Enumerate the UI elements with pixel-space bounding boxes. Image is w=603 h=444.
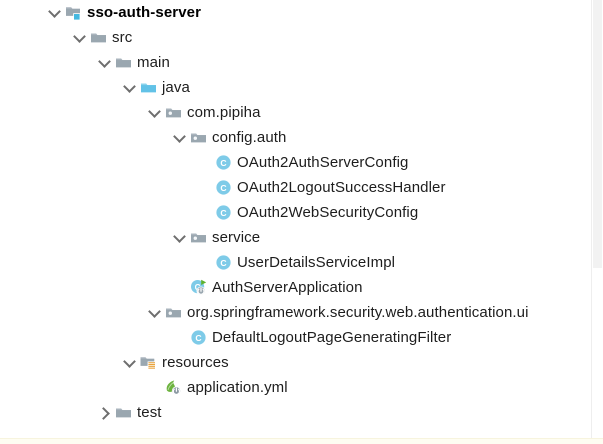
tree-row-label: UserDetailsServiceImpl [237, 254, 396, 271]
tree-row[interactable]: com.pipiha [0, 100, 603, 125]
tree-row[interactable]: C OAuth2AuthServerConfig [0, 150, 603, 175]
vertical-scrollbar[interactable] [591, 0, 603, 444]
vertical-scrollbar-thumb[interactable] [593, 0, 602, 268]
chevron-right-icon[interactable] [97, 405, 113, 421]
twisty-spacer [197, 205, 213, 221]
tree-row-label: OAuth2WebSecurityConfig [237, 204, 419, 221]
tree-row[interactable]: C DefaultLogoutPageGeneratingFilter [0, 325, 603, 350]
twisty-spacer [147, 380, 163, 396]
java-class-icon: C [215, 204, 232, 221]
twisty-spacer [197, 155, 213, 171]
tree-row[interactable]: org.springframework.security.web.authent… [0, 300, 603, 325]
tree-row[interactable]: test [0, 400, 603, 425]
tree-row[interactable]: application.yml [0, 375, 603, 400]
folder-icon [115, 404, 132, 421]
tree-row-label: main [137, 54, 170, 71]
spring-boot-runnable-class-icon: C [190, 279, 207, 296]
twisty-spacer [172, 330, 188, 346]
tree-row[interactable]: src [0, 25, 603, 50]
package-folder-icon [190, 229, 207, 246]
tree-row-label: DefaultLogoutPageGeneratingFilter [212, 329, 452, 346]
chevron-down-icon[interactable] [172, 130, 188, 146]
svg-text:C: C [195, 283, 201, 292]
tree-row[interactable]: resources [0, 350, 603, 375]
tree-row[interactable]: sso-auth-server [0, 0, 603, 25]
bottom-status-strip [0, 438, 603, 444]
tree-row-label: com.pipiha [187, 104, 261, 121]
tree-row-label: AuthServerApplication [212, 279, 363, 296]
folder-icon [115, 54, 132, 71]
chevron-down-icon[interactable] [97, 55, 113, 71]
tree-row[interactable]: config.auth [0, 125, 603, 150]
twisty-spacer [197, 180, 213, 196]
tree-row[interactable]: C AuthServerApplication [0, 275, 603, 300]
svg-text:C: C [220, 158, 226, 168]
tree-row-label: OAuth2AuthServerConfig [237, 154, 409, 171]
tree-row-label: OAuth2LogoutSuccessHandler [237, 179, 446, 196]
chevron-down-icon[interactable] [122, 355, 138, 371]
java-class-icon: C [215, 154, 232, 171]
java-class-icon: C [190, 329, 207, 346]
tree-row-label: config.auth [212, 129, 287, 146]
chevron-down-icon[interactable] [147, 105, 163, 121]
tree-row[interactable]: C OAuth2LogoutSuccessHandler [0, 175, 603, 200]
tree-row[interactable]: main [0, 50, 603, 75]
twisty-spacer [197, 255, 213, 271]
tree-row-label: sso-auth-server [87, 4, 202, 21]
tree-row-label: resources [162, 354, 229, 371]
svg-text:C: C [195, 333, 201, 343]
svg-text:C: C [220, 183, 226, 193]
chevron-down-icon[interactable] [122, 80, 138, 96]
twisty-spacer [172, 280, 188, 296]
folder-icon [90, 29, 107, 46]
svg-text:C: C [220, 208, 226, 218]
java-class-icon: C [215, 254, 232, 271]
tree-row[interactable]: service [0, 225, 603, 250]
spring-config-file-icon [165, 379, 182, 396]
java-class-icon: C [215, 179, 232, 196]
tree-row-label: application.yml [187, 379, 288, 396]
chevron-down-icon[interactable] [47, 5, 63, 21]
svg-text:C: C [220, 258, 226, 268]
tree-row[interactable]: java [0, 75, 603, 100]
source-root-folder-icon [140, 79, 157, 96]
package-folder-icon [165, 304, 182, 321]
tree-row-label: src [112, 29, 133, 46]
tree-row-label: service [212, 229, 261, 246]
chevron-down-icon[interactable] [147, 305, 163, 321]
chevron-down-icon[interactable] [172, 230, 188, 246]
module-folder-icon [65, 4, 82, 21]
resources-folder-icon [140, 354, 157, 371]
package-folder-icon [165, 104, 182, 121]
tree-row[interactable]: C UserDetailsServiceImpl [0, 250, 603, 275]
tree-row-label: test [137, 404, 162, 421]
package-folder-icon [190, 129, 207, 146]
tree-row[interactable]: C OAuth2WebSecurityConfig [0, 200, 603, 225]
tree-row-label: org.springframework.security.web.authent… [187, 304, 529, 321]
tree-row-label: java [162, 79, 190, 96]
chevron-down-icon[interactable] [72, 30, 88, 46]
